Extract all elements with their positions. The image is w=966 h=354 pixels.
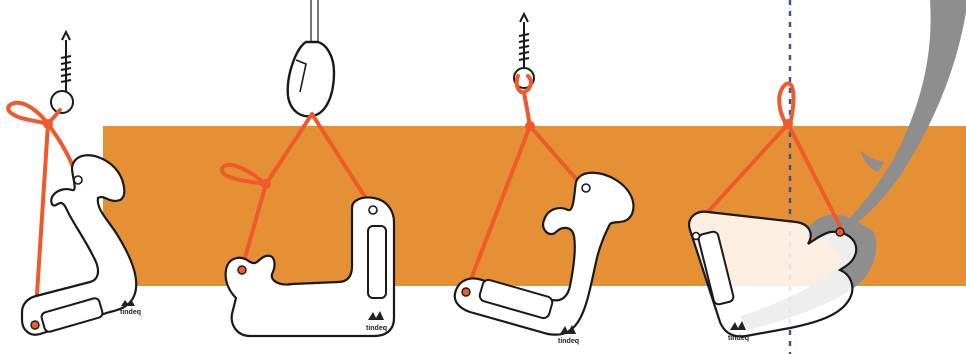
cord: [219, 112, 374, 270]
hangboard-tool: tindeq: [224, 196, 396, 338]
panel-1: tindeq: [6, 29, 141, 336]
brand-logo: tindeq: [558, 325, 579, 345]
eye-bolt-icon: [513, 11, 535, 89]
cord: [464, 74, 586, 294]
panel-3: tindeq: [453, 11, 635, 345]
panel-4: tindeq: [688, 0, 966, 354]
brand-logo: tindeq: [728, 321, 749, 342]
brand-logo: tindeq: [366, 311, 387, 332]
hangboard-tool: tindeq: [20, 154, 141, 336]
brand-label: tindeq: [366, 325, 387, 332]
brand-label: tindeq: [120, 309, 141, 316]
carabiner-icon: [286, 40, 336, 118]
cord: [704, 81, 842, 228]
brand-logo: tindeq: [120, 299, 141, 316]
brand-label: tindeq: [728, 335, 749, 342]
hangboard-tool: tindeq: [688, 210, 858, 342]
rope: [310, 0, 319, 42]
hangboard-tool: tindeq: [453, 171, 635, 345]
panel-2: tindeq: [219, 0, 396, 338]
brand-label: tindeq: [558, 338, 579, 345]
eye-bolt-icon: [50, 29, 74, 114]
